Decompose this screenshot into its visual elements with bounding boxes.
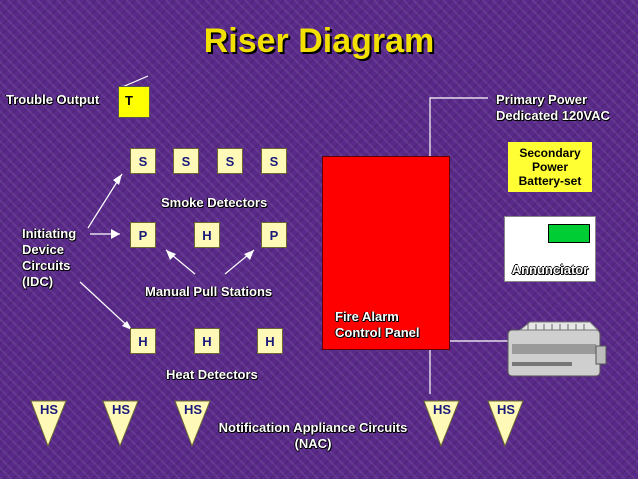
manual-pull-stations-label: Manual Pull Stations	[145, 284, 273, 299]
heat-detectors-label: Heat Detectors	[166, 367, 258, 382]
panel-label: Fire Alarm Control Panel	[335, 309, 420, 340]
smoke-detector: S	[261, 148, 287, 174]
page-title: Riser Diagram	[203, 22, 435, 60]
horn-strobe: HS	[183, 402, 203, 417]
pull-station: P	[130, 222, 156, 248]
primary-power-label: Primary Power Dedicated 120VAC	[496, 92, 610, 123]
idc-arrow-smoke	[87, 173, 123, 229]
secondary-power-box: Secondary Power Battery-set	[508, 142, 592, 192]
pull-station: P	[261, 222, 287, 248]
annunciator: Annunciator	[504, 216, 596, 282]
primary-power-wire	[429, 97, 488, 156]
horn-strobe: HS	[111, 402, 131, 417]
smoke-detectors-label: Smoke Detectors	[161, 195, 268, 210]
annunciator-label: Annunciator	[511, 262, 589, 277]
hs-triangle-2	[102, 400, 139, 448]
heat-detector: H	[194, 328, 220, 354]
heat-detector: H	[130, 328, 156, 354]
hs-triangle-1	[30, 400, 67, 448]
trouble-output-box: T	[118, 86, 150, 118]
nac-label: Notification Appliance Circuits (NAC)	[218, 420, 408, 451]
idc-arrow-heat	[79, 281, 133, 331]
smoke-detector: S	[217, 148, 243, 174]
smoke-detector: S	[173, 148, 199, 174]
heat-detector: H	[257, 328, 283, 354]
smoke-detector: S	[130, 148, 156, 174]
horn-strobe: HS	[39, 402, 59, 417]
annunciator-led	[548, 224, 590, 243]
hs-triangle-4	[423, 400, 460, 448]
horn-strobe: HS	[496, 402, 516, 417]
trouble-output-label: Trouble Output	[6, 92, 100, 107]
hs-triangle-5	[487, 400, 524, 448]
idc-label: Initiating Device Circuits (IDC)	[22, 226, 77, 289]
fire-alarm-control-panel: Fire Alarm Control Panel	[322, 156, 450, 350]
hs-triangle-3	[174, 400, 211, 448]
pull-station: H	[194, 222, 220, 248]
horn-strobe: HS	[432, 402, 452, 417]
printer-icon	[507, 321, 607, 377]
